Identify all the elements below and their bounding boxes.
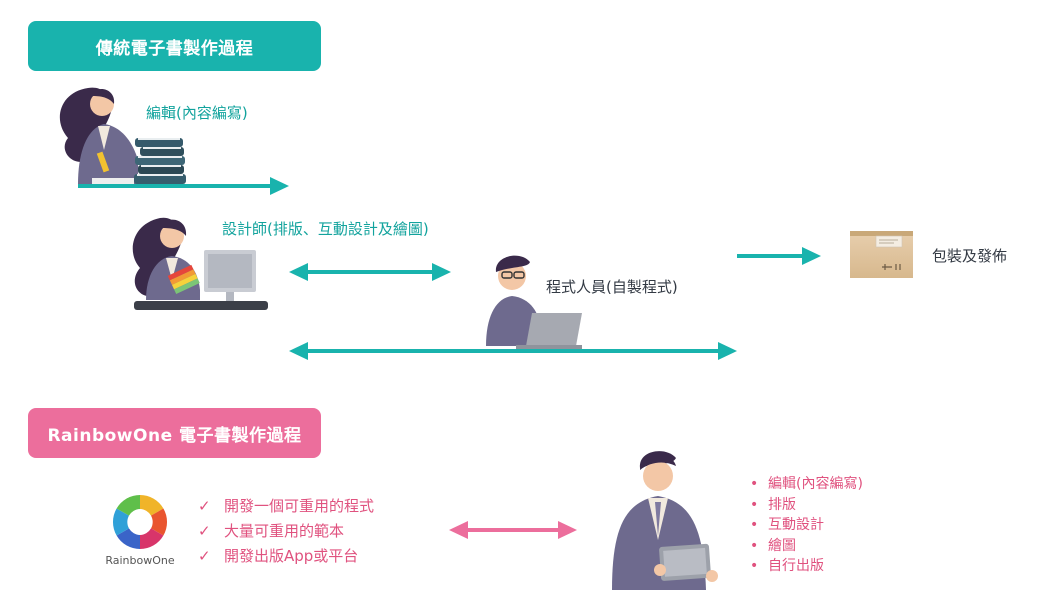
role-text: 自行出版 <box>768 558 824 574</box>
benefit-item: ✓ 大量可重用的範本 <box>198 519 374 544</box>
rainbowone-process-title: RainbowOne 電子書製作過程 <box>28 408 321 458</box>
role-item: • 編輯(內容編寫) <box>750 474 863 495</box>
role-item: • 互動設計 <box>750 515 863 536</box>
benefit-text: 開發一個可重用的程式 <box>224 497 375 515</box>
publish-label: 包裝及發佈 <box>932 247 1008 265</box>
role-item: • 自行出版 <box>750 556 863 577</box>
role-text: 互動設計 <box>768 517 824 533</box>
role-text: 編輯(內容編寫) <box>768 476 863 492</box>
role-text: 繪圖 <box>768 537 796 554</box>
editor-illustration <box>59 87 186 184</box>
benefit-text: 開發出版App或平台 <box>224 547 359 565</box>
designer-label: 設計師(排版、互動設計及繪圖) <box>222 220 429 238</box>
bullet-icon: • <box>750 517 759 533</box>
rainbowone-logo <box>112 495 168 549</box>
rainbowone-double-arrow <box>449 521 577 539</box>
rainbowone-logo-text: RainbowOne <box>105 554 175 567</box>
benefit-item: ✓ 開發出版App或平台 <box>198 544 374 569</box>
cardboard-box-icon <box>850 231 913 278</box>
programmer-long-arrow <box>289 342 737 360</box>
benefit-item: ✓ 開發一個可重用的程式 <box>198 494 374 519</box>
bullet-icon: • <box>750 476 759 492</box>
role-text: 排版 <box>768 496 796 513</box>
editor-label: 編輯(內容編寫) <box>146 104 248 122</box>
bullet-icon: • <box>750 537 759 554</box>
role-item: • 排版 <box>750 495 863 516</box>
editor-to-designer-arrow <box>78 177 289 195</box>
bullet-icon: • <box>750 496 759 513</box>
traditional-process-title: 傳統電子書製作過程 <box>28 21 321 71</box>
programmer-illustration <box>486 255 582 349</box>
traditional-title-text: 傳統電子書製作過程 <box>95 38 254 59</box>
presenter-illustration <box>612 451 718 590</box>
designer-programmer-arrow <box>289 263 451 281</box>
to-package-arrow <box>737 247 821 265</box>
check-icon: ✓ <box>198 547 211 565</box>
check-icon: ✓ <box>198 497 211 515</box>
rainbowone-title-text: RainbowOne 電子書製作過程 <box>47 425 302 446</box>
benefit-text: 大量可重用的範本 <box>224 522 345 540</box>
bullet-icon: • <box>750 558 759 574</box>
benefits-list: ✓ 開發一個可重用的程式 ✓ 大量可重用的範本 ✓ 開發出版App或平台 <box>198 494 374 569</box>
roles-list: • 編輯(內容編寫) • 排版 • 互動設計 • 繪圖 • 自行出版 <box>750 474 863 577</box>
designer-illustration <box>132 217 268 310</box>
check-icon: ✓ <box>198 522 211 540</box>
programmer-label: 程式人員(自製程式) <box>546 278 678 296</box>
role-item: • 繪圖 <box>750 536 863 557</box>
